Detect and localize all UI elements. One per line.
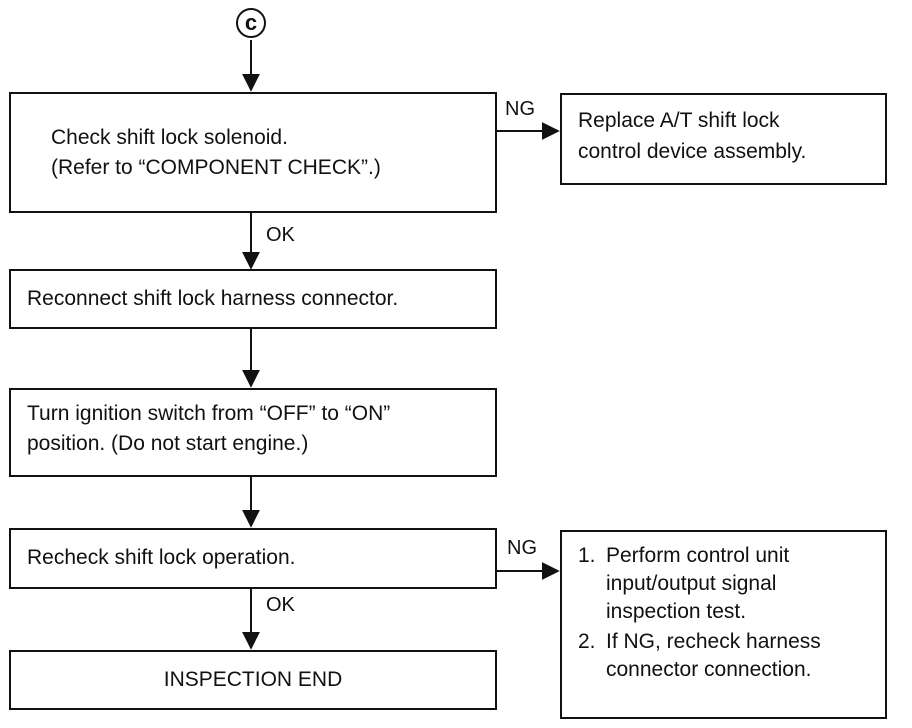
recheck-box: Recheck shift lock operation. bbox=[9, 528, 497, 589]
remedy-step-1-line-2: input/output signal bbox=[606, 572, 777, 595]
replace-device-text-2: control device assembly. bbox=[578, 140, 807, 163]
check-solenoid-box: Check shift lock solenoid. (Refer to “CO… bbox=[9, 92, 497, 213]
ok-label-recheck: OK bbox=[266, 594, 295, 616]
remedy-step-2-line-2: connector connection. bbox=[606, 658, 812, 681]
remedy-step-2-number: 2. bbox=[578, 630, 596, 653]
ng-label-recheck: NG bbox=[507, 537, 537, 559]
remedy-step-1-number: 1. bbox=[578, 544, 596, 567]
inspection-end-box: INSPECTION END bbox=[9, 650, 497, 710]
ignition-box: Turn ignition switch from “OFF” to “ON” … bbox=[9, 388, 497, 477]
check-solenoid-text-2: (Refer to “COMPONENT CHECK”.) bbox=[51, 156, 381, 179]
remedy-step-2-line-1: If NG, recheck harness bbox=[606, 630, 821, 653]
reconnect-box: Reconnect shift lock harness connector. bbox=[9, 269, 497, 329]
remedy-steps: 1. Perform control unit input/output sig… bbox=[578, 542, 821, 684]
remedy-step-1-line-3: inspection test. bbox=[606, 600, 747, 623]
ignition-text-1: Turn ignition switch from “OFF” to “ON” bbox=[27, 402, 391, 425]
ok-label-solenoid: OK bbox=[266, 224, 295, 246]
inspection-end-text: INSPECTION END bbox=[163, 668, 343, 691]
remedy-step-2: 2. If NG, recheck harness connector conn… bbox=[578, 628, 821, 684]
remedy-step-1-line-1: Perform control unit bbox=[606, 544, 790, 567]
remedy-box: 1. Perform control unit input/output sig… bbox=[560, 530, 887, 719]
start-connector-symbol: c bbox=[236, 8, 266, 38]
remedy-step-1: 1. Perform control unit input/output sig… bbox=[578, 542, 821, 626]
replace-device-box: Replace A/T shift lock control device as… bbox=[560, 93, 887, 185]
ignition-text-2: position. (Do not start engine.) bbox=[27, 432, 309, 455]
ng-label-solenoid: NG bbox=[505, 98, 535, 120]
replace-device-text-1: Replace A/T shift lock bbox=[578, 109, 780, 132]
recheck-text: Recheck shift lock operation. bbox=[27, 546, 296, 569]
check-solenoid-text-1: Check shift lock solenoid. bbox=[51, 126, 288, 149]
reconnect-text: Reconnect shift lock harness connector. bbox=[27, 287, 399, 310]
